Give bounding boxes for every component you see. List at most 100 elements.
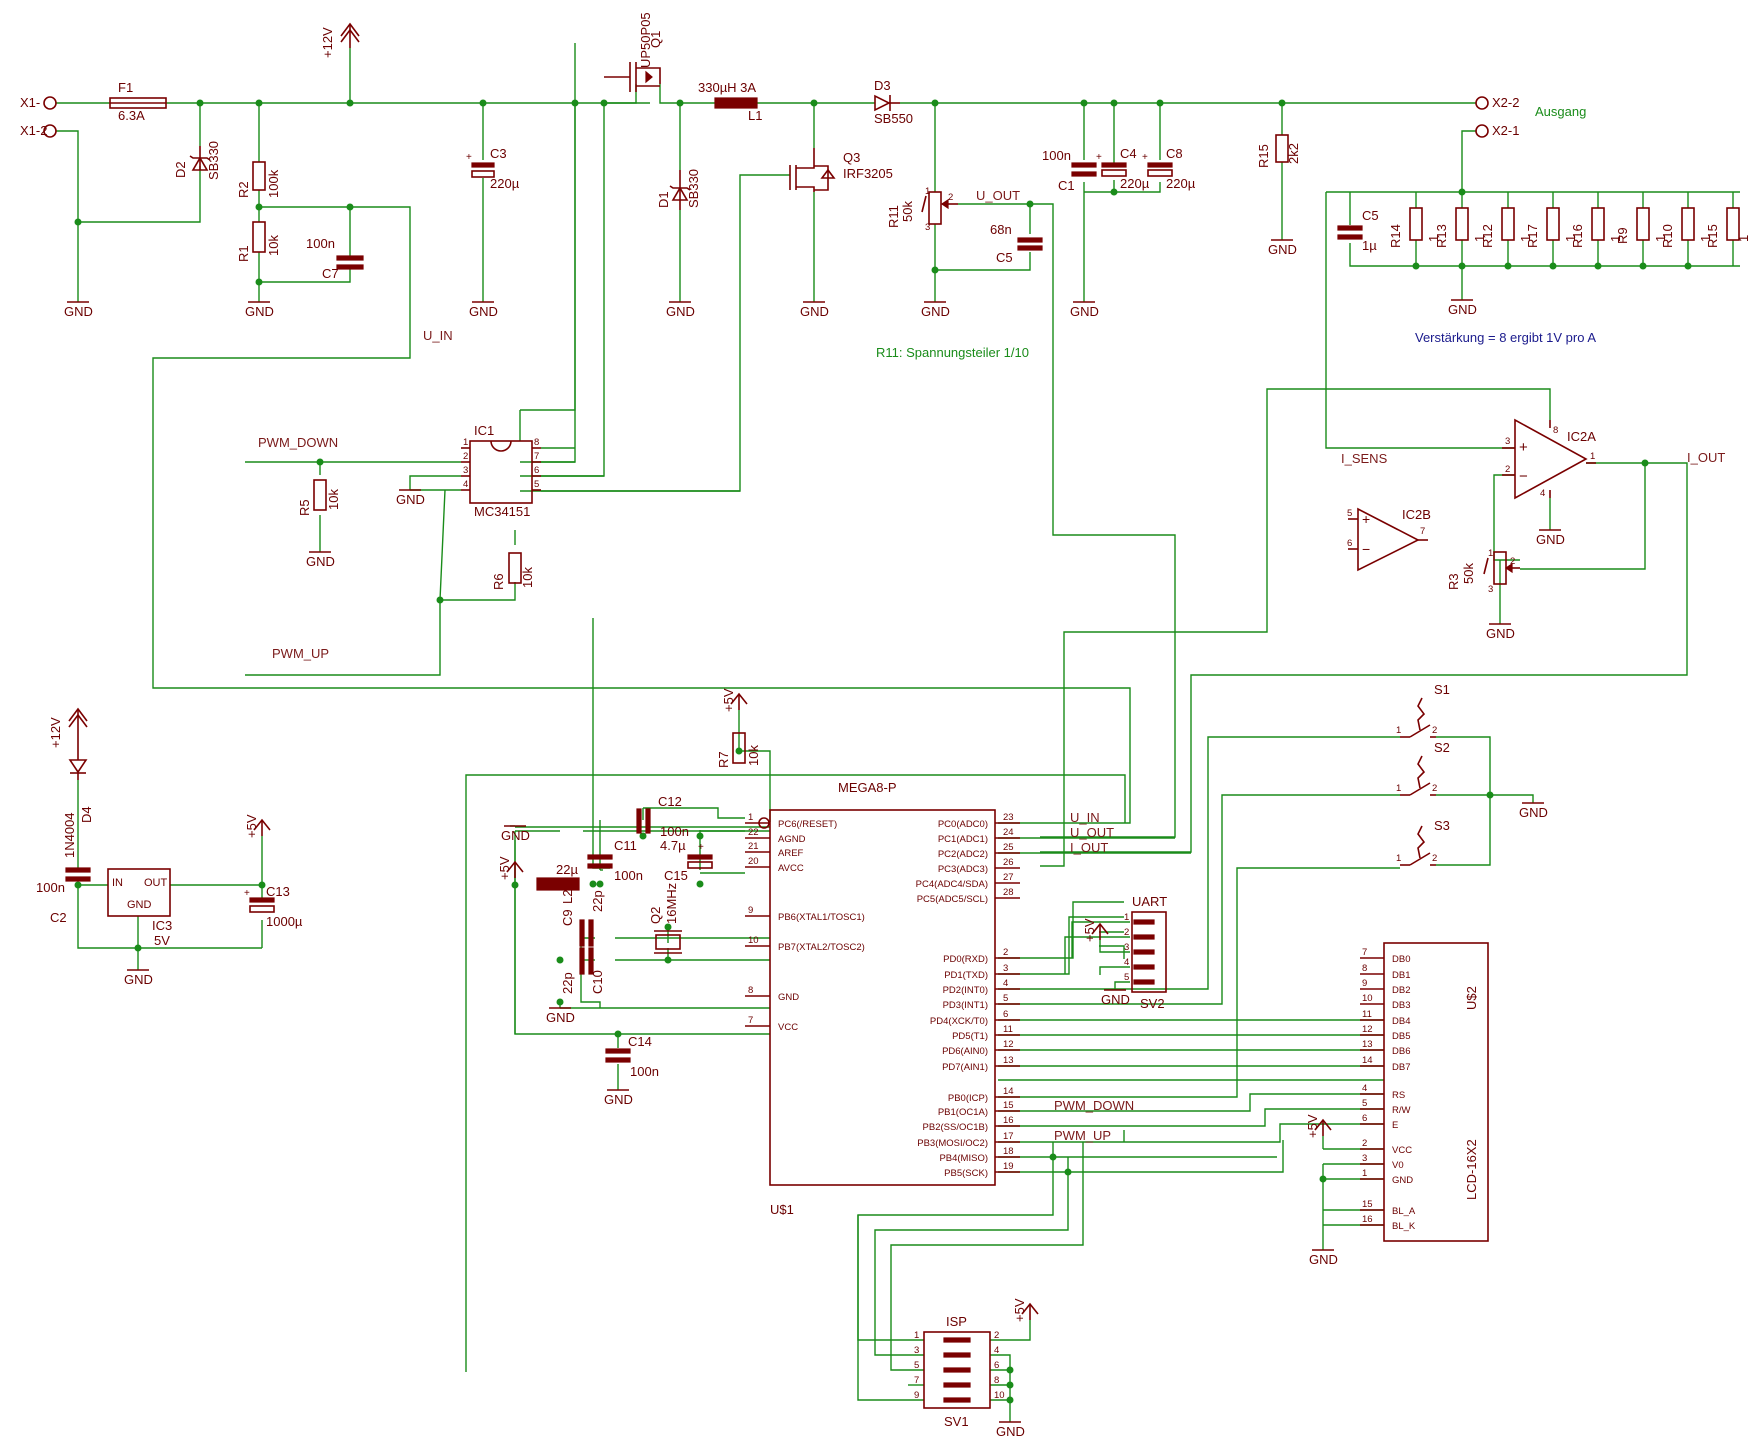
svg-text:68n: 68n [990, 222, 1012, 237]
lcd-pin-label: DB2 [1392, 985, 1410, 996]
svg-text:8: 8 [1553, 425, 1558, 436]
svg-text:U$2: U$2 [1464, 986, 1479, 1010]
mcu-pin-number: 26 [1003, 857, 1014, 868]
ground-symbol: GND [1101, 989, 1130, 1007]
svg-text:R5: R5 [297, 499, 312, 516]
svg-text:+: + [1519, 439, 1528, 456]
isp-connector-sv1: 1 2 3 4 5 6 7 8 9 10 ISP SV1 [914, 1314, 1005, 1429]
mcu-pin-number: 16 [1003, 1115, 1014, 1126]
resistor-r12: R12 1 [1480, 207, 1533, 248]
svg-text:8: 8 [994, 1375, 999, 1386]
mcu-pin-number: 11 [1003, 1024, 1013, 1035]
svg-text:6.3A: 6.3A [118, 108, 145, 123]
ground-symbol: GND [64, 301, 93, 319]
svg-text:X2-2: X2-2 [1492, 95, 1519, 110]
resistor-r7: R7 10k [716, 732, 761, 768]
svg-text:C10: C10 [590, 970, 605, 994]
mcu-pin-label: PB4(MISO) [939, 1153, 988, 1164]
svg-text:GND: GND [921, 304, 950, 319]
ground-symbol: GND [501, 825, 530, 843]
lcd-pin-label: DB0 [1392, 954, 1410, 965]
net-u-in-mcu: U_IN [1070, 810, 1100, 825]
switch-s1: 1 2 S1 [1396, 682, 1450, 738]
diode-d3: D3 SB550 [874, 78, 913, 126]
capacitor-c8: + C8 220µ [1142, 146, 1196, 191]
svg-text:GND: GND [1070, 304, 1099, 319]
svg-text:−: − [1362, 541, 1370, 557]
svg-text:D3: D3 [874, 78, 891, 93]
svg-text:1: 1 [925, 186, 930, 197]
lcd-pin-label: VCC [1392, 1145, 1412, 1156]
svg-text:C4: C4 [1120, 146, 1137, 161]
svg-text:100n: 100n [1042, 148, 1071, 163]
mcu-pin-number: 3 [1003, 963, 1008, 974]
svg-text:LCD-16X2: LCD-16X2 [1464, 1139, 1479, 1200]
svg-text:C1: C1 [1058, 178, 1075, 193]
mcu-pin-label: PC0(ADC0) [938, 819, 988, 830]
svg-text:220µ: 220µ [490, 176, 520, 191]
lcd-pin-number: 10 [1362, 993, 1373, 1004]
mcu-pin-label: PB1(OC1A) [938, 1107, 988, 1118]
lcd-pin-label: DB6 [1392, 1046, 1410, 1057]
svg-text:5V: 5V [154, 933, 170, 948]
plus5v-symbol: +5V [244, 814, 271, 838]
lcd-pin-number: 8 [1362, 963, 1367, 974]
ground-symbol: GND [996, 1421, 1025, 1439]
mcu-pin-number: 5 [1003, 993, 1008, 1004]
svg-text:10: 10 [994, 1390, 1005, 1401]
svg-text:3: 3 [463, 465, 468, 476]
svg-text:8: 8 [534, 437, 539, 448]
svg-text:+5V: +5V [1082, 918, 1097, 942]
svg-text:1N4004: 1N4004 [62, 812, 77, 858]
resistor-r5: R5 10k [297, 479, 341, 516]
mcu-pin-number: 9 [748, 905, 753, 916]
mcu-pin-label: GND [778, 992, 799, 1003]
mcu-pin-label: PB3(MOSI/OC2) [917, 1138, 988, 1149]
svg-text:C8: C8 [1166, 146, 1183, 161]
svg-text:C15: C15 [664, 868, 688, 883]
mcu-pin-label: VCC [778, 1022, 798, 1033]
net-pwm-down: PWM_DOWN [258, 435, 338, 450]
svg-text:S3: S3 [1434, 818, 1450, 833]
svg-text:5: 5 [1124, 972, 1129, 983]
connector-x2: X2-2 X2-1 [1475, 95, 1519, 138]
resistor-r2: R2 100k [236, 161, 281, 198]
svg-text:U$1: U$1 [770, 1202, 794, 1217]
mcu-pin-label: PD1(TXD) [944, 970, 988, 981]
mcu-pin-number: 4 [1003, 978, 1008, 989]
resistor-r6: R6 10k [491, 552, 535, 590]
svg-text:D4: D4 [79, 806, 94, 823]
svg-text:SB330: SB330 [206, 141, 221, 180]
svg-text:SB330: SB330 [686, 169, 701, 208]
svg-text:2: 2 [1432, 853, 1437, 864]
net-u-out-mcu: U_OUT [1070, 825, 1114, 840]
svg-text:2: 2 [463, 451, 468, 462]
capacitor-c3: + C3 220µ [466, 146, 520, 191]
svg-text:100k: 100k [266, 169, 281, 198]
mcu-pin-number: 8 [748, 985, 753, 996]
svg-text:C2: C2 [50, 910, 67, 925]
svg-text:1: 1 [1396, 853, 1401, 864]
svg-text:IRF3205: IRF3205 [843, 166, 893, 181]
mcu-pin-label: PD2(INT0) [943, 985, 988, 996]
svg-text:4: 4 [463, 479, 468, 490]
plus5v-symbol: +5V [1082, 918, 1109, 942]
mcu-pin-label: PD0(RXD) [943, 954, 988, 965]
ic1-mc34151: 1 2 3 4 8 7 6 5 IC1 MC34151 [461, 423, 541, 519]
svg-text:GND: GND [64, 304, 93, 319]
mcu-left-pins: 1PC6(/RESET)22AGND21AREF20AVCC9PB6(XTAL1… [745, 812, 865, 1033]
svg-text:100n: 100n [630, 1064, 659, 1079]
diode-d4: 1N4004 D4 [62, 759, 94, 858]
uart-connector-sv2: 1 2 3 4 5 UART SV2 [1124, 894, 1167, 1011]
mcu-pin-label: PD7(AIN1) [942, 1062, 988, 1073]
mcu-pin-label: PC5(ADC5/SCL) [917, 894, 988, 905]
ground-symbol: GND [1309, 1249, 1338, 1267]
net-pwm-up: PWM_UP [272, 646, 329, 661]
resistor-r14: R14 1 [1388, 207, 1441, 248]
capacitor-c13: + C13 1000µ [244, 884, 303, 929]
capacitor-c1: 100n C1 [1042, 148, 1097, 193]
opamp-ic2a: + − 3 2 1 8 4 IC2A [1502, 418, 1596, 500]
shunt-resistors: R14 1 R13 1 R12 1 R17 1 R16 1 R9 1 R10 1… [1388, 207, 1751, 248]
svg-text:50k: 50k [1461, 563, 1476, 584]
svg-text:D2: D2 [173, 161, 188, 178]
